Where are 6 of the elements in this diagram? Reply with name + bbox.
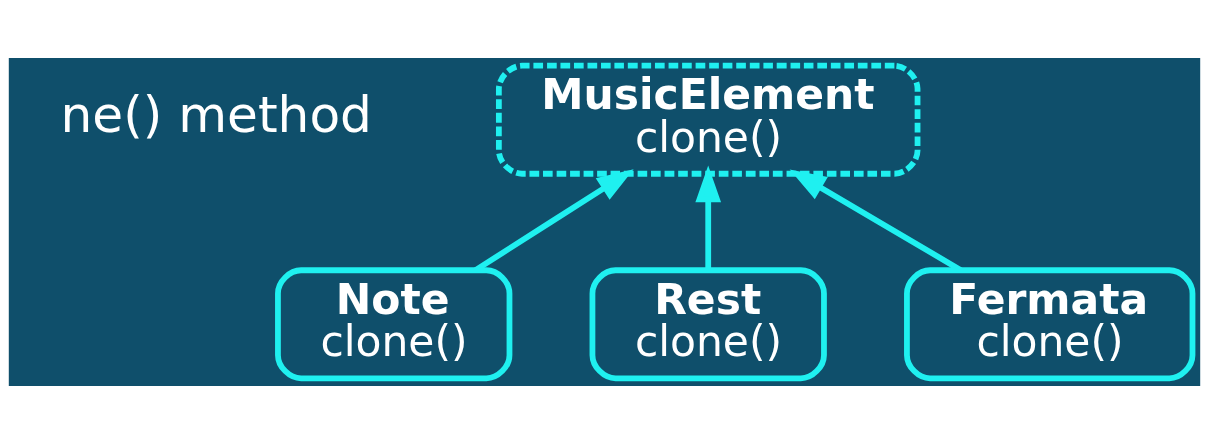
node-box: Note clone() bbox=[275, 266, 513, 381]
node-box: MusicElement clone() bbox=[495, 62, 921, 177]
label: ne() method bbox=[60, 84, 372, 144]
arrow bbox=[695, 165, 722, 270]
node-box: Rest clone() bbox=[589, 266, 827, 381]
node-box: Fermata clone() bbox=[904, 266, 1196, 381]
